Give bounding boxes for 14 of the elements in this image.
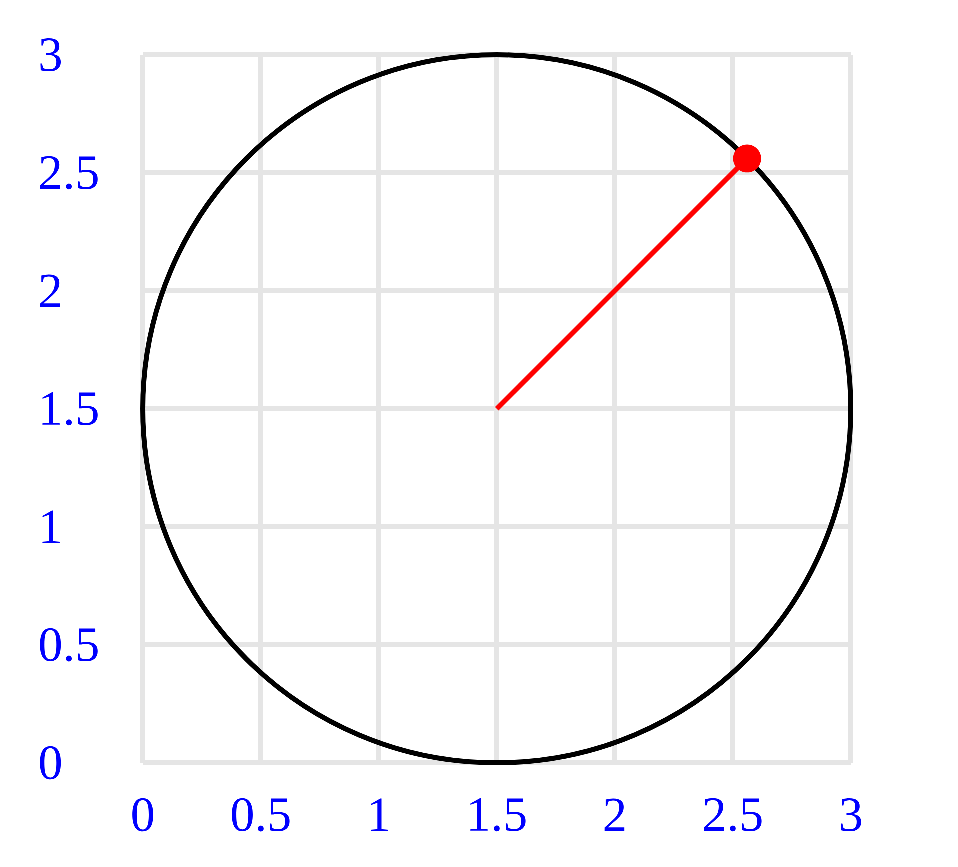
axis-label: 0 [40,746,62,780]
axis-label: 1.5 [42,392,98,426]
axis-label: 1 [42,510,60,544]
axis-label: 1.5 [470,798,526,832]
axis-label: 3 [841,798,862,832]
axis-label: 0.5 [232,798,290,832]
axis-label: 2.5 [40,156,98,190]
axis-label: 2 [40,274,60,308]
axis-label: 0 [132,798,154,832]
axis-label: 3 [40,38,62,72]
axis-label: 2.5 [704,798,762,832]
axis-label: 0.5 [40,628,98,662]
axis-label: 2 [604,798,625,832]
axis-label: 1 [371,798,388,832]
